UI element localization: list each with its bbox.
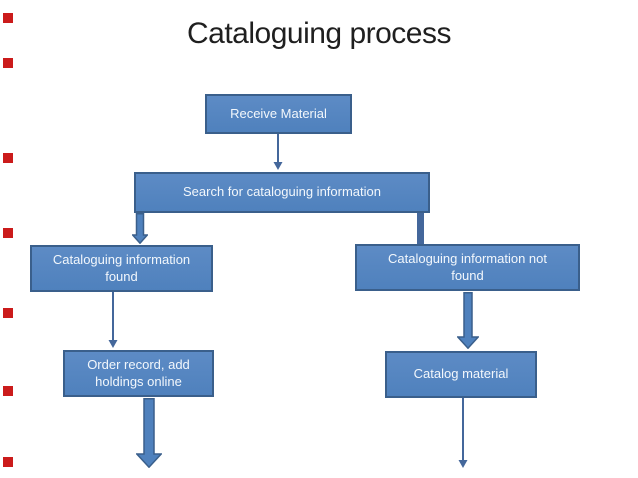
- node-cataloguing-information-found: Cataloguing information found: [30, 245, 213, 292]
- node-search-cataloguing-information: Search for cataloguing information: [134, 172, 430, 213]
- node-receive-material: Receive Material: [205, 94, 352, 134]
- arrow-search-to-found-icon: [132, 213, 148, 244]
- node-catalog-material: Catalog material: [385, 351, 537, 398]
- node-cataloguing-information-not-found: Cataloguing information not found: [355, 244, 580, 291]
- red-square-marker: [3, 153, 13, 163]
- node-order-record-add-holdings: Order record, add holdings online: [63, 350, 214, 397]
- node-label: Cataloguing information not found: [388, 250, 547, 283]
- node-label: Search for cataloguing information: [182, 184, 381, 200]
- node-label: Cataloguing information found: [52, 251, 191, 284]
- red-square-marker: [3, 58, 13, 68]
- arrow-receive-to-search-icon: [273, 134, 283, 170]
- arrow-catalog-offpage-icon: [458, 398, 468, 468]
- node-label: Catalog material: [413, 366, 509, 382]
- arrow-not-found-to-catalog-icon: [457, 292, 479, 349]
- red-square-marker: [3, 308, 13, 318]
- arrow-found-to-order-icon: [108, 292, 118, 348]
- connector-search-to-not-found: [417, 213, 424, 244]
- node-label: Receive Material: [230, 105, 327, 121]
- red-square-marker: [3, 228, 13, 238]
- red-square-marker: [3, 386, 13, 396]
- node-label: Order record, add holdings online: [87, 356, 190, 389]
- slide-title: Cataloguing process: [186, 17, 452, 50]
- red-square-marker: [3, 457, 13, 467]
- red-square-marker: [3, 13, 13, 23]
- arrow-order-offpage-icon: [136, 398, 162, 468]
